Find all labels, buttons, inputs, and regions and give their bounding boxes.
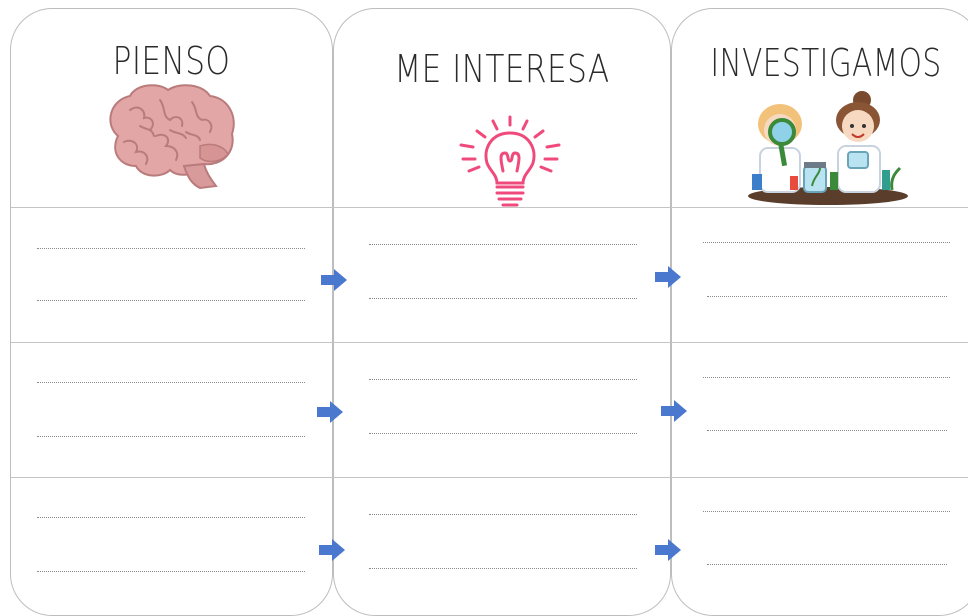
writing-line [703, 377, 950, 378]
writing-line [37, 517, 305, 518]
arrow-right-icon [661, 400, 687, 422]
kid-scientists-icon [748, 91, 908, 205]
column-title: PIENSO [112, 39, 231, 83]
lightbulb-icon [459, 115, 561, 207]
arrow-right-icon [319, 539, 345, 561]
writing-line [707, 296, 947, 297]
arrow-right-icon [321, 269, 347, 291]
row-divider [11, 342, 968, 343]
brain-icon [109, 84, 235, 190]
writing-line [369, 298, 637, 299]
row-divider [11, 207, 968, 208]
writing-line [707, 564, 947, 565]
arrow-right-icon [655, 266, 681, 288]
writing-line [369, 433, 637, 434]
column-title: INVESTIGAMOS [710, 41, 942, 85]
column-investigamos: INVESTIGAMOS [671, 8, 968, 616]
writing-line [37, 382, 305, 383]
arrow-right-icon [655, 539, 681, 561]
writing-line [369, 514, 637, 515]
column-me-interesa: ME INTERESA [333, 8, 671, 616]
writing-line [707, 430, 947, 431]
arrow-right-icon [317, 401, 343, 423]
writing-line [369, 568, 637, 569]
writing-line [37, 436, 305, 437]
row-divider [11, 477, 968, 478]
writing-line [703, 511, 950, 512]
writing-line [37, 300, 305, 301]
writing-line [37, 248, 305, 249]
writing-line [703, 242, 950, 243]
writing-line [37, 571, 305, 572]
writing-line [369, 244, 637, 245]
writing-line [369, 379, 637, 380]
column-title: ME INTERESA [394, 47, 610, 91]
